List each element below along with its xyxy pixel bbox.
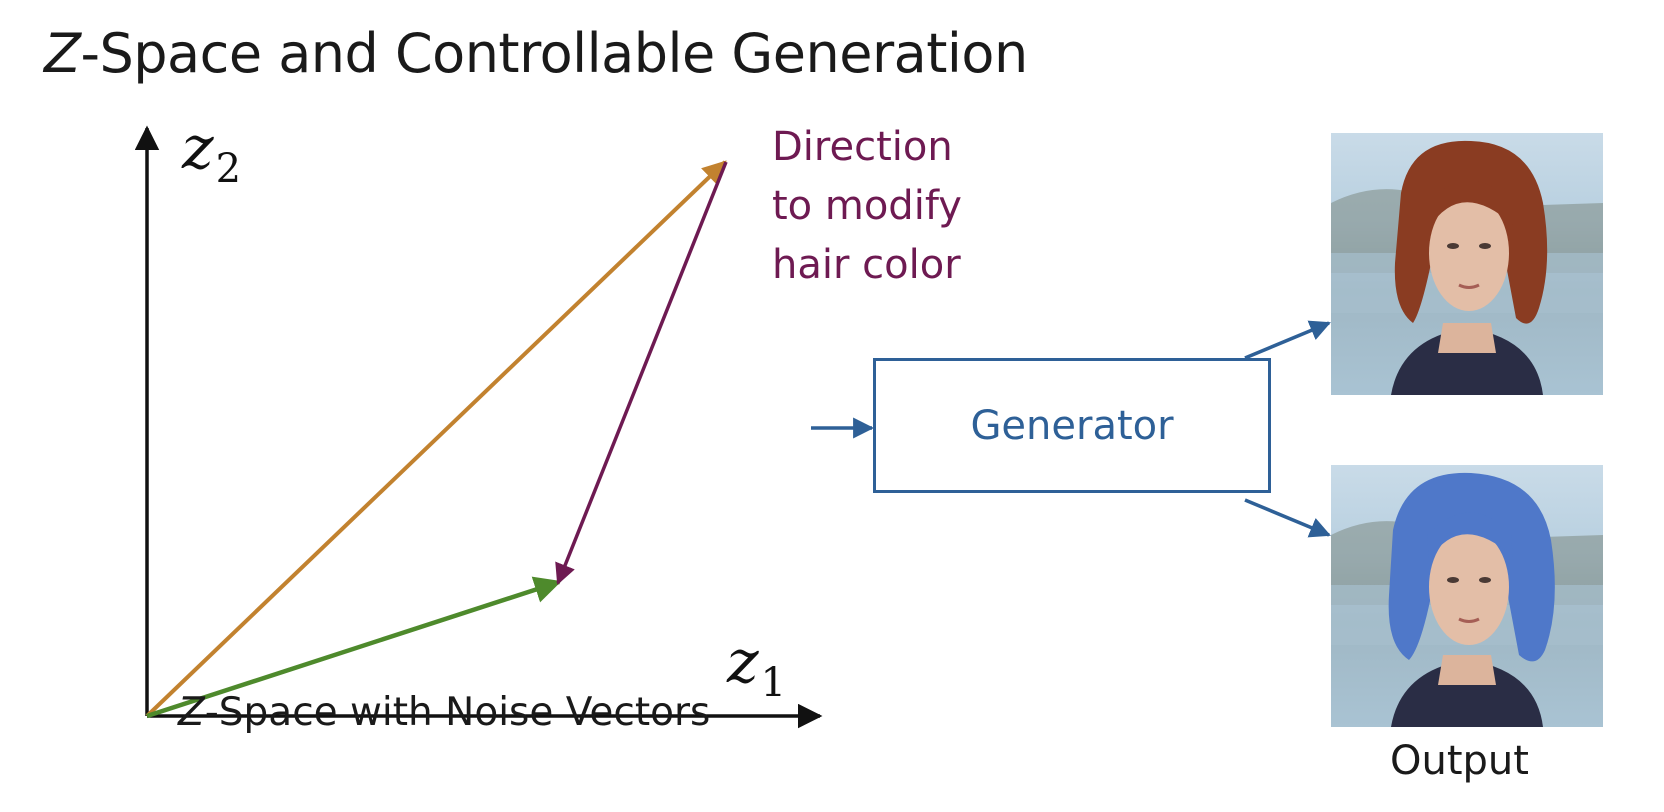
y-axis-subscript: 2 [216,146,241,192]
y-axis-label: z2 [181,113,241,192]
green-noise-vector [146,576,562,719]
output-face-red-hair [1331,133,1603,395]
title-rest: -Space and Controllable Generation [80,22,1029,85]
portrait-blue-hair-image [1331,472,1603,727]
orange-noise-vector [145,160,727,718]
direction-label-line-3: hair color [772,242,961,288]
direction-label: Direction to modify hair color [772,118,1032,295]
generator-box: Generator [873,358,1271,493]
x-axis-subscript: 1 [761,660,786,706]
direction-label-line-2: to modify [772,183,962,229]
generator-label: Generator [970,402,1174,449]
plot-caption: Z-Space with Noise Vectors [178,690,710,735]
generator-output-arrow-top [1244,320,1331,360]
x-axis-label: z1 [726,627,786,706]
output-label: Output [1390,738,1529,784]
title-z: Z [44,22,81,85]
output-face-blue-hair [1331,465,1603,727]
purple-direction-vector [555,161,728,585]
caption-z: Z [178,690,205,735]
slide-title: Z-Space and Controllable Generation [44,22,1028,85]
generator-output-arrow-bottom [1244,498,1331,538]
direction-label-line-1: Direction [772,124,953,170]
caption-rest: -Space with Noise Vectors [204,690,711,735]
portrait-red-hair-image [1331,140,1603,395]
